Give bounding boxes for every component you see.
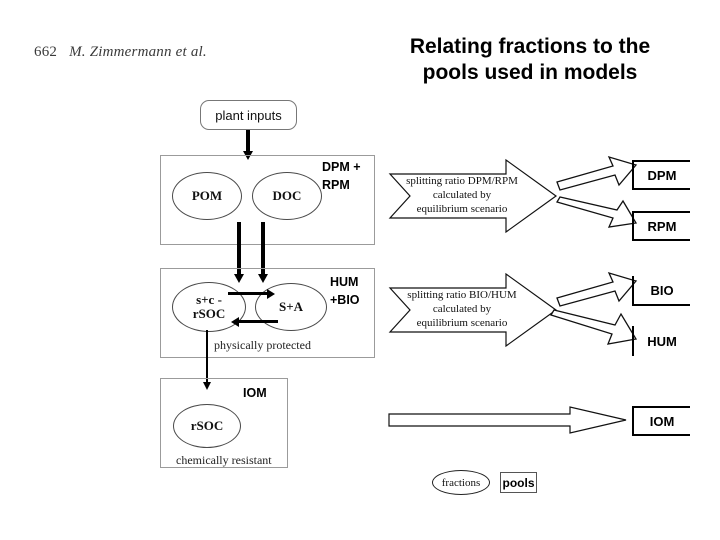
legend-pools-label: pools [502, 475, 535, 490]
page-title-line-1: Relating fractions to the [409, 35, 651, 58]
splitting-arrow-dpm-rpm-shape [388, 158, 558, 234]
arrow-doc-to-box2 [261, 222, 265, 275]
pool-box-iom: IOM [632, 406, 690, 436]
ellipse-pom-label: POM [191, 188, 223, 204]
page-title-line-2: pools used in models [422, 60, 638, 84]
pool-box-iom-label: IOM [649, 413, 675, 429]
page-title: Relating fractions to the pools used in … [372, 34, 688, 85]
ellipse-doc-label: DOC [272, 188, 302, 204]
pool-tag-hum-bio-line-1: HUM [330, 275, 359, 289]
legend-fractions: fractions [432, 470, 490, 495]
arrow-to-iom [388, 405, 628, 435]
ellipse-rsoc-label: rSOC [190, 418, 224, 434]
running-head: 662 M. Zimmermann et al. [34, 44, 207, 61]
pool-tag-hum-bio: HUM +BIO [330, 273, 360, 309]
pool-box-hum: HUM [632, 326, 690, 356]
pool-tag-iom-line-1: IOM [243, 386, 267, 400]
ellipse-sc-rsoc-line-2: rSOC [192, 306, 226, 321]
pool-tag-hum-bio-line-2: +BIO [330, 293, 360, 308]
ellipse-sc-rsoc-label: s+c -rSOC [193, 293, 226, 320]
running-head-page-number: 662 [34, 44, 58, 60]
fan-arrow-to-bio [556, 268, 640, 307]
fan-arrow-to-bio-shape [556, 271, 638, 307]
pool-tag-dpm-rpm: DPM + RPM [322, 158, 361, 194]
fan-arrow-to-hum [550, 309, 642, 354]
ellipse-sa-label: S+A [278, 299, 304, 315]
ellipse-doc: DOC [252, 172, 322, 220]
pool-box-bio-label: BIO [650, 282, 674, 298]
ellipse-sc-rsoc: s+c -rSOC [172, 282, 246, 332]
pool-box-rpm: RPM [632, 211, 690, 241]
pool-tag-iom: IOM [243, 384, 267, 402]
fan-arrow-to-rpm [556, 196, 640, 237]
fraction-box-dpm-rpm [160, 155, 375, 245]
plant-inputs-label: plant inputs [215, 107, 282, 123]
pool-tag-dpm-rpm-line-1: DPM + [322, 160, 361, 174]
fan-arrow-to-dpm [556, 152, 640, 191]
ellipse-sc-rsoc-line-1: s+c - [196, 292, 222, 308]
pool-box-bio: BIO [632, 276, 690, 306]
fan-arrow-to-hum-shape [550, 309, 638, 345]
arrow-plant-to-box1 [246, 130, 250, 152]
arrow-pom-to-box2 [237, 222, 241, 275]
caption-physically-protected: physically protected [214, 338, 311, 352]
pool-box-hum-label: HUM [647, 333, 677, 349]
fraction-box-iom [160, 378, 288, 468]
plant-inputs-node: plant inputs [200, 100, 297, 130]
caption-chemically-resistant: chemically resistant [176, 453, 272, 467]
running-head-authors: M. Zimmermann et al. [69, 44, 207, 60]
splitting-arrow-bio-hum-shape [388, 272, 558, 348]
arrow-sa-to-sc [238, 320, 278, 323]
ellipse-sa: S+A [255, 283, 327, 331]
ellipse-pom: POM [172, 172, 242, 220]
pool-box-dpm: DPM [632, 160, 690, 190]
legend-pools: pools [500, 472, 537, 493]
arrow-to-iom-shape [388, 406, 627, 434]
pool-box-dpm-label: DPM [647, 167, 677, 183]
pool-box-rpm-label: RPM [647, 218, 677, 234]
fan-arrow-to-dpm-shape [556, 155, 638, 191]
arrow-box2-to-box3 [206, 330, 208, 382]
fraction-box-hum-bio [160, 268, 375, 358]
splitting-arrow-bio-hum: splitting ratio BIO/HUM calculated by eq… [388, 272, 558, 348]
fan-arrow-to-rpm-shape [556, 196, 638, 228]
pool-tag-dpm-rpm-line-2: RPM [322, 178, 350, 193]
arrow-sc-to-sa [228, 292, 268, 295]
splitting-arrow-dpm-rpm: splitting ratio DPM/RPM calculated by eq… [388, 158, 558, 234]
legend-fractions-label: fractions [441, 476, 481, 489]
ellipse-rsoc: rSOC [173, 404, 241, 448]
